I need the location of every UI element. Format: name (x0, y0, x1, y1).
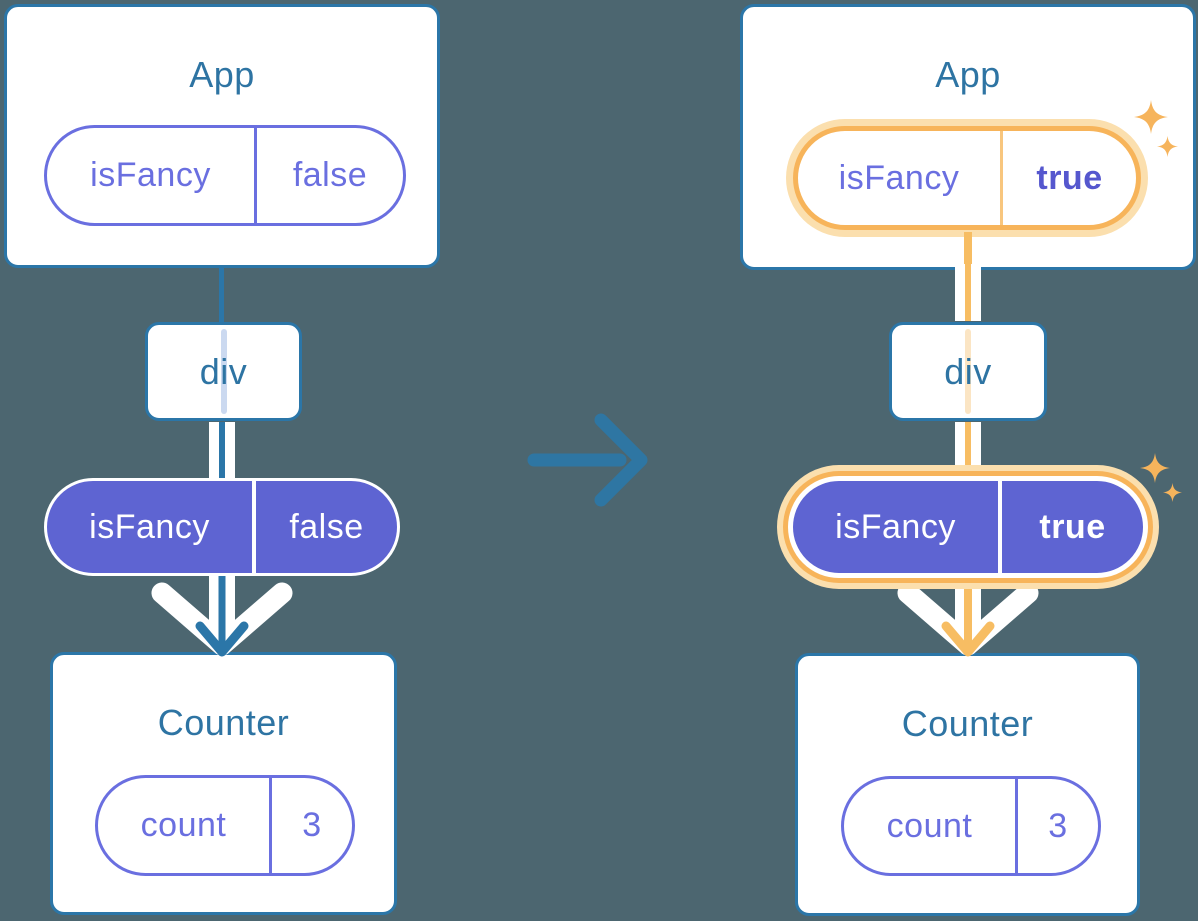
prop-value: true (1039, 507, 1106, 546)
app-title: App (189, 54, 255, 95)
counter-node: Counter count 3 (795, 653, 1140, 916)
passed-prop-pill-highlighted: isFancy true (790, 478, 1146, 576)
props-arrow-icon (151, 574, 293, 657)
sparkle-icon (1157, 136, 1178, 157)
passthrough-line (220, 329, 227, 414)
sparkle-icon (1134, 100, 1168, 134)
connector-core (219, 422, 225, 479)
state-value: 3 (302, 806, 322, 844)
state-key: count (886, 806, 973, 845)
sparkle-icon (1140, 453, 1170, 483)
app-title: App (935, 54, 1001, 95)
div-title: div (944, 350, 992, 392)
passed-prop-pill: isFancy false (44, 478, 400, 576)
pill-divider (269, 778, 272, 873)
prop-value: true (1036, 158, 1103, 197)
state-key: count (140, 806, 227, 844)
app-node: App isFancy false (4, 4, 440, 268)
prop-value: false (292, 156, 368, 194)
pill-divider (254, 128, 257, 223)
connector-core (965, 422, 971, 470)
prop-key: isFancy (835, 507, 956, 546)
pill-divider (1015, 779, 1018, 873)
pill-divider (252, 481, 256, 573)
counter-node: Counter count 3 (50, 652, 397, 915)
connector-app-div (955, 264, 981, 321)
prop-pill-highlighted: isFancy true (793, 126, 1141, 230)
context-line-inside-app (964, 232, 972, 268)
connector-core (965, 264, 971, 321)
transition-arrow-icon (527, 413, 648, 507)
state-pill: count 3 (841, 776, 1101, 876)
div-node: div (145, 322, 302, 421)
counter-title: Counter (157, 702, 290, 743)
passthrough-line (965, 329, 971, 414)
connector-div-prop (955, 422, 981, 470)
connector-div-prop (209, 422, 235, 479)
counter-title: Counter (901, 703, 1034, 744)
pill-divider (1000, 131, 1003, 225)
prop-key: isFancy (838, 158, 960, 197)
pill-divider (998, 481, 1002, 573)
prop-key: isFancy (89, 507, 210, 546)
prop-key: isFancy (90, 156, 211, 194)
props-arrow-icon (897, 574, 1039, 657)
prop-value: false (289, 507, 364, 546)
sparkle-icon (1163, 483, 1182, 502)
state-pill: count 3 (95, 775, 355, 876)
div-node: div (889, 322, 1047, 421)
app-node: App isFancy true (740, 4, 1196, 270)
state-value: 3 (1048, 806, 1068, 845)
prop-pill: isFancy false (44, 125, 406, 226)
connector-app-div (219, 260, 224, 324)
div-title: div (199, 350, 248, 392)
